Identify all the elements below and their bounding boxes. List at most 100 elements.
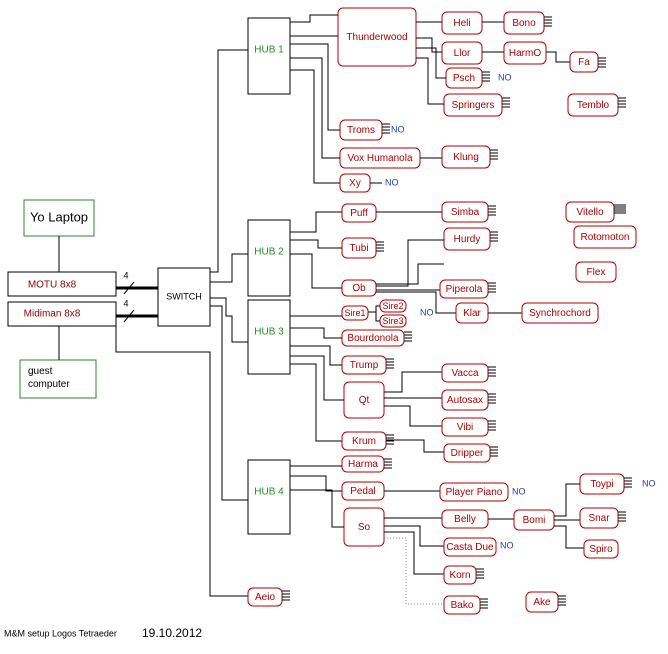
- hub-1-label: HUB 1: [254, 45, 284, 56]
- vitello-box: [565, 201, 615, 223]
- casta-due-no-label: NO: [500, 540, 514, 550]
- yo-laptop-label: Yo Laptop: [30, 209, 88, 224]
- bono-label: Bono: [512, 18, 536, 29]
- bomi-label: Bomi: [523, 515, 546, 526]
- cable-slash: [123, 309, 135, 323]
- bourdonola-label: Bourdonola: [347, 333, 399, 344]
- player-piano-label: Player Piano: [446, 487, 503, 498]
- sire1-box: [341, 305, 369, 321]
- connector-line: [384, 531, 444, 575]
- heli-box: [441, 11, 483, 35]
- connector-line: [384, 405, 442, 427]
- puff-box: [341, 203, 377, 223]
- vox-humanola-label: Vox Humanola: [347, 153, 412, 164]
- casta-due-box: [443, 537, 497, 557]
- xy-label: Xy: [349, 178, 361, 189]
- switch-label: SWITCH: [166, 291, 202, 301]
- dripper-label: Dripper: [451, 448, 484, 459]
- fa-label: Fa: [578, 57, 590, 68]
- ob-label: Ob: [352, 283, 366, 294]
- temblo-box: [567, 93, 619, 117]
- connector-line: [384, 371, 442, 393]
- so-label: So: [358, 522, 371, 533]
- connector-line: [375, 312, 380, 322]
- harmo-label: HarmO: [509, 48, 541, 59]
- synchrochord-box: [521, 302, 599, 324]
- player-piano-box: [439, 482, 509, 502]
- connector-line: [554, 525, 584, 549]
- connector-line: [546, 51, 570, 63]
- switch-to-hub2: [210, 253, 248, 283]
- sire1-label: Sire1: [344, 308, 365, 318]
- midiman-to-aeio: [115, 326, 248, 597]
- springers-box: [443, 93, 503, 117]
- vitello-label: Vitello: [576, 207, 603, 218]
- connector-line: [376, 239, 444, 287]
- caption-date: 19.10.2012: [142, 626, 202, 640]
- connector-line: [290, 57, 340, 159]
- autosax-label: Autosax: [447, 395, 483, 406]
- motu-label: MOTU 8x8: [28, 280, 77, 291]
- spiro-box: [583, 539, 619, 559]
- connector-line: [290, 69, 340, 184]
- xy-no-label: NO: [385, 177, 399, 187]
- player-piano-no-label: NO: [512, 486, 526, 496]
- connector-line: [290, 239, 342, 249]
- sire3-label: Sire3: [382, 316, 403, 326]
- psch-no-label: NO: [498, 72, 512, 82]
- snar-label: Snar: [588, 513, 610, 524]
- connector-line: [290, 43, 340, 131]
- llor-label: Llor: [454, 48, 471, 59]
- guest-computer-label-line2: computer: [28, 379, 70, 390]
- thunderwood-box: [337, 7, 417, 67]
- belly-label: Belly: [454, 514, 476, 525]
- tubi-label: Tubi: [349, 243, 368, 254]
- connector-line: [290, 355, 344, 401]
- piperola-label: Piperola: [446, 284, 483, 295]
- heli-label: Heli: [453, 18, 470, 29]
- switch-extra-link: [210, 320, 250, 460]
- trump-label: Trump: [350, 360, 379, 371]
- midiman-box: [7, 301, 117, 327]
- spiro-label: Spiro: [589, 544, 613, 555]
- connector-line: [386, 439, 444, 453]
- guest-computer-label: guest computer: [28, 366, 70, 390]
- switch-to-hub4: [210, 305, 248, 501]
- psch-label: Psch: [453, 73, 475, 84]
- connector-line: [554, 483, 580, 517]
- harma-box: [341, 455, 385, 473]
- toypi-no-label: NO: [642, 478, 656, 488]
- flex-label: Flex: [587, 267, 606, 278]
- synchrochord-label: Synchrochord: [529, 308, 591, 319]
- korn-label: Korn: [449, 570, 470, 581]
- switch-box: [157, 267, 211, 327]
- guest-computer-label-line1: guest: [28, 366, 53, 377]
- qt-label: Qt: [359, 395, 370, 406]
- krum-label: Krum: [352, 436, 376, 447]
- connector-line: [376, 291, 456, 314]
- sire-no-label: NO: [420, 307, 434, 317]
- sire2-label: Sire2: [382, 301, 403, 311]
- connector-line: [368, 305, 380, 313]
- bako-label: Bako: [451, 600, 474, 611]
- hub-3-box: [247, 299, 291, 375]
- connector-line: [290, 327, 342, 339]
- hub-3-label: HUB 3: [254, 327, 284, 338]
- klung-label: Klung: [453, 152, 479, 163]
- connector-line: [290, 489, 344, 528]
- cable-slash: [123, 281, 135, 295]
- connector-line: [290, 345, 342, 366]
- hub-4-box: [247, 459, 291, 535]
- toypi-label: Toypi: [590, 479, 613, 490]
- harmo-box: [503, 41, 547, 65]
- caption-text: M&M setup Logos Tetraeder: [4, 628, 117, 638]
- hub-1-box: [247, 17, 291, 95]
- vacca-label: Vacca: [451, 368, 478, 379]
- cable-count-label: 4: [123, 298, 128, 308]
- hurdy-box: [443, 227, 491, 251]
- hub1-to-thunderwood: [290, 14, 338, 23]
- ake-label: Ake: [533, 597, 551, 608]
- vibi-label: Vibi: [457, 422, 474, 433]
- hurdy-label: Hurdy: [454, 234, 481, 245]
